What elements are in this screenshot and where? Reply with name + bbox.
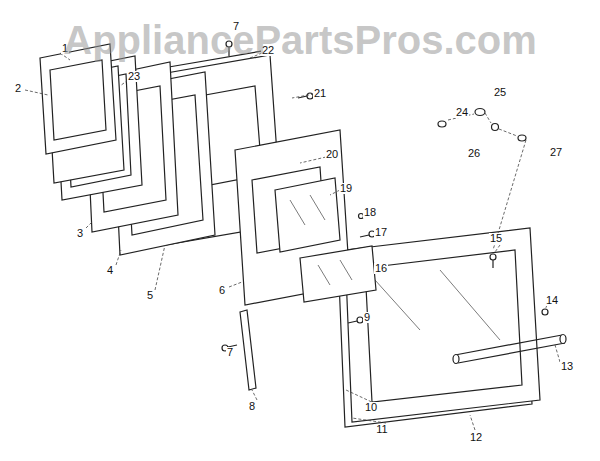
callout-number: 10 xyxy=(364,402,378,413)
callout-number: 2 xyxy=(14,83,22,94)
callout-number: 6 xyxy=(218,285,226,296)
callout-number: 27 xyxy=(549,147,563,158)
watermark: AppliancePartsPros.com xyxy=(63,20,537,60)
callout-number: 4 xyxy=(106,265,114,276)
callout-number: 5 xyxy=(146,290,154,301)
callout-number: 14 xyxy=(545,295,559,306)
callout-number: 23 xyxy=(127,71,141,82)
callout-number: 17 xyxy=(374,227,388,238)
callout-number: 9 xyxy=(363,312,371,323)
callout-number: 16 xyxy=(374,263,388,274)
callout-number: 24 xyxy=(455,107,469,118)
callout-number: 7 xyxy=(226,347,234,358)
callout-number: 26 xyxy=(467,148,481,159)
callout-number: 25 xyxy=(493,87,507,98)
callout-number: 21 xyxy=(313,88,327,99)
callout-number: 18 xyxy=(363,207,377,218)
callout-number: 8 xyxy=(248,401,256,412)
callout-number: 12 xyxy=(469,432,483,443)
callout-number: 13 xyxy=(560,361,574,372)
callout-number: 15 xyxy=(489,233,503,244)
callout-number: 3 xyxy=(76,228,84,239)
callout-number: 19 xyxy=(339,183,353,194)
callout-number: 11 xyxy=(375,424,388,435)
callout-number: 20 xyxy=(325,149,339,160)
